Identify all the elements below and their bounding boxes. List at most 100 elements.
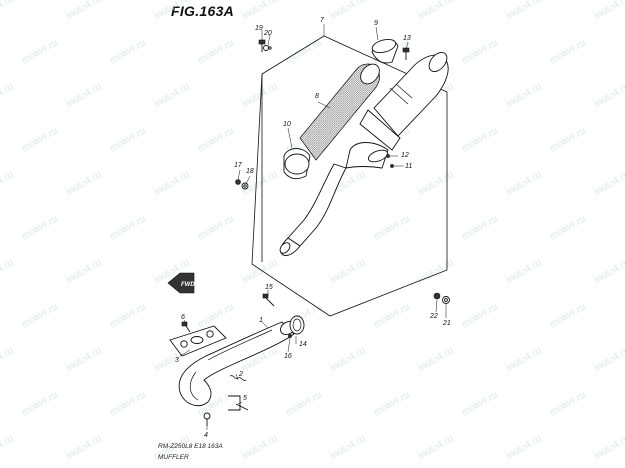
watermark-text: moto4.ru <box>0 169 16 198</box>
watermark-text: moto4.ru <box>416 257 456 286</box>
watermark-text: moto4.ru <box>592 257 625 286</box>
callout-11: 11 <box>405 163 412 170</box>
watermark-text: moto4.ru <box>20 389 60 418</box>
watermark-text: moto4.ru <box>152 0 192 23</box>
model-code: RM-Z250L8 E18 163A <box>158 443 223 450</box>
watermark-text: moto4.ru <box>20 301 60 330</box>
watermark-text: moto4.ru <box>196 213 236 242</box>
exhaust-pipe <box>178 320 296 406</box>
callout-14: 14 <box>299 341 307 348</box>
watermark-text: moto4.ru <box>416 345 456 374</box>
watermark-text: moto4.ru <box>416 0 456 23</box>
callout-3: 3 <box>175 357 179 364</box>
watermark-text: moto4.ru <box>240 0 280 23</box>
watermark-text: moto4.ru <box>460 389 500 418</box>
watermark-text: moto4.ru <box>548 37 588 66</box>
callout-16: 16 <box>284 353 292 360</box>
watermark-text: moto4.ru <box>328 257 368 286</box>
exhaust-flange <box>169 325 227 357</box>
callout-labels: 7 9 13 19 20 8 10 12 11 17 18 22 21 15 1… <box>175 17 451 439</box>
callout-21: 21 <box>442 320 451 327</box>
watermark-text: moto4.ru <box>416 169 456 198</box>
watermark-text: moto4.ru <box>64 257 104 286</box>
watermark-text: moto4.ru <box>592 345 625 374</box>
watermark-text: moto4.ru <box>240 433 280 462</box>
front-cap <box>283 148 311 180</box>
callout-13: 13 <box>403 35 411 42</box>
watermark-text: moto4.ru <box>108 301 148 330</box>
watermark-text: moto4.ru <box>592 0 625 23</box>
watermark-text: moto4.ru <box>592 169 625 198</box>
watermark-text: moto4.ru <box>152 169 192 198</box>
watermark-text: moto4.ru <box>108 213 148 242</box>
callout-17: 17 <box>234 162 243 169</box>
watermark-text: moto4.ru <box>240 257 280 286</box>
watermark-text: moto4.ru <box>0 433 16 462</box>
watermark-text: moto4.ru <box>504 257 544 286</box>
fwd-arrow-icon: FWD <box>167 272 195 294</box>
watermark-text: moto4.ru <box>0 345 16 374</box>
watermark-text: moto4.ru <box>108 37 148 66</box>
watermark-text: moto4.ru <box>548 125 588 154</box>
end-cap <box>371 38 399 64</box>
watermark-text: moto4.ru <box>504 81 544 110</box>
callout-22: 22 <box>429 313 438 320</box>
fwd-label: FWD <box>181 282 195 288</box>
callout-7: 7 <box>320 17 325 24</box>
watermark-text: moto4.ru <box>108 389 148 418</box>
watermark-text: moto4.ru <box>64 0 104 23</box>
watermark-text: moto4.ru <box>328 433 368 462</box>
figure-title: FIG.163A <box>171 3 235 19</box>
fasteners <box>181 39 450 333</box>
callout-19: 19 <box>255 25 263 32</box>
callout-6: 6 <box>181 314 185 321</box>
watermark-text: moto4.ru <box>20 37 60 66</box>
watermark-text: moto4.ru <box>504 169 544 198</box>
watermark-text: moto4.ru <box>504 0 544 23</box>
watermark-text: moto4.ru <box>64 169 104 198</box>
watermark-text: moto4.ru <box>196 301 236 330</box>
watermark-text: moto4.ru <box>64 433 104 462</box>
watermark-text: moto4.ru <box>152 81 192 110</box>
watermark-text: moto4.ru <box>0 0 16 23</box>
watermark-text: moto4.ru <box>64 81 104 110</box>
watermark-text: moto4.ru <box>0 257 16 286</box>
watermark-text: moto4.ru <box>460 125 500 154</box>
callout-20: 20 <box>263 30 272 37</box>
watermark-text: moto4.ru <box>504 433 544 462</box>
watermark-text: moto4.ru <box>504 345 544 374</box>
bottom-bolt <box>203 412 211 426</box>
watermark-text: moto4.ru <box>64 345 104 374</box>
watermark-text: moto4.ru <box>20 213 60 242</box>
callout-8: 8 <box>315 93 319 100</box>
callout-1: 1 <box>259 317 263 324</box>
watermark-text: moto4.ru <box>240 81 280 110</box>
callout-2: 2 <box>238 371 243 378</box>
watermark-text: moto4.ru <box>284 37 324 66</box>
callout-5: 5 <box>243 395 247 402</box>
watermark-text: moto4.ru <box>284 389 324 418</box>
callout-15: 15 <box>265 284 273 291</box>
watermark-text: moto4.ru <box>328 0 368 23</box>
callout-12: 12 <box>401 152 409 159</box>
watermark-text: moto4.ru <box>372 389 412 418</box>
pipe-clamp <box>288 315 305 338</box>
watermark-text: moto4.ru <box>20 125 60 154</box>
watermark-text: moto4.ru <box>460 213 500 242</box>
watermark-text: moto4.ru <box>460 37 500 66</box>
leader-lines <box>179 24 447 430</box>
watermark-text: moto4.ru <box>548 301 588 330</box>
muffler-inner-pipe <box>299 63 380 161</box>
watermark-text: moto4.ru <box>592 81 625 110</box>
callout-9: 9 <box>374 20 378 27</box>
watermark-text: moto4.ru <box>0 81 16 110</box>
muffler-clamp <box>367 149 394 168</box>
figure-caption: MUFFLER <box>158 454 189 461</box>
watermark-text: moto4.ru <box>372 301 412 330</box>
watermark-text: moto4.ru <box>372 213 412 242</box>
callout-10: 10 <box>283 121 291 128</box>
watermark-text: moto4.ru <box>108 125 148 154</box>
watermark-text: moto4.ru <box>592 433 625 462</box>
watermark-text: moto4.ru <box>460 301 500 330</box>
